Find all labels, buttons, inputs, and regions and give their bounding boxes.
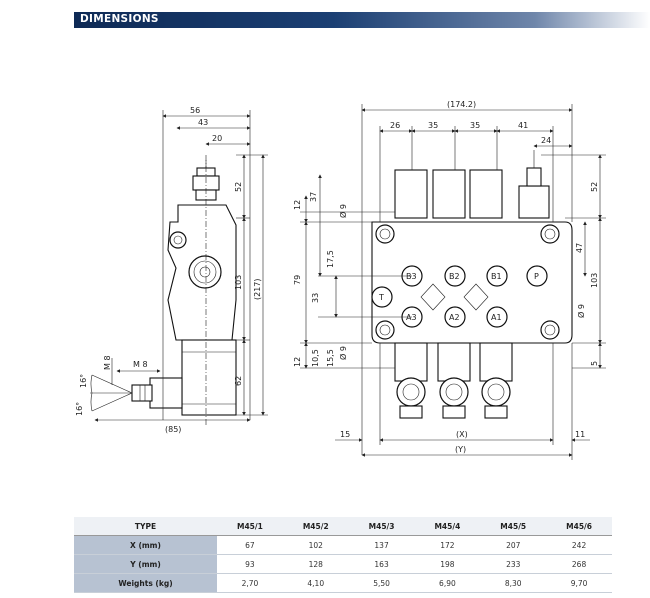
section-header: DIMENSIONS	[74, 12, 650, 28]
dim-angle-a: 16°	[79, 374, 88, 388]
port-b2: B2	[444, 265, 466, 287]
dim-d9-left-top: Ø 9	[338, 204, 348, 218]
table-cell: 242	[546, 535, 612, 555]
port-b1: B1	[486, 265, 508, 287]
dim-47: 47	[575, 243, 584, 253]
col-m45-3: M45/3	[348, 517, 415, 536]
dim-56: 56	[190, 106, 200, 115]
svg-text:A2: A2	[449, 313, 460, 322]
table-cell: 8,30	[480, 573, 547, 593]
dim-217: (217)	[253, 278, 262, 300]
table-cell: 268	[546, 554, 612, 574]
table-cell: 137	[348, 535, 415, 555]
table-cell: 4,10	[282, 573, 349, 593]
table-cell: 198	[414, 554, 481, 574]
dim-174-2: (174.2)	[447, 100, 476, 109]
dim-d9-left-bottom: Ø 9	[338, 346, 348, 360]
port-p: P	[526, 265, 548, 287]
table-cell: 67	[217, 535, 283, 555]
col-m45-2: M45/2	[282, 517, 349, 536]
table-cell: 207	[480, 535, 547, 555]
dim-5: 5	[590, 361, 599, 366]
side-view: 56 43 20 52 103 (217) 62 (85) M 8 M 8 16…	[75, 106, 268, 434]
table-cell: 2,70	[217, 573, 283, 593]
svg-text:P: P	[534, 272, 539, 281]
dim-15-5: 15,5	[326, 349, 335, 367]
dim-24: 24	[541, 136, 551, 145]
svg-text:B3: B3	[406, 272, 417, 281]
table-cell: 5,50	[348, 573, 415, 593]
table-header-row: TYPE M45/1 M45/2 M45/3 M45/4 M45/5 M45/6	[74, 517, 612, 536]
table-row: Y (mm) 93 128 163 198 233 268	[74, 554, 612, 574]
col-m45-4: M45/4	[414, 517, 481, 536]
table-cell: 9,70	[546, 573, 612, 593]
dim-103: 103	[234, 275, 243, 290]
row-label: Weights (kg)	[74, 573, 217, 593]
dim-85: (85)	[165, 425, 181, 434]
dim-m8-a: M 8	[103, 355, 112, 370]
row-label: Y (mm)	[74, 554, 217, 574]
dim-79: 79	[293, 275, 302, 285]
dim-103-right: 103	[590, 273, 599, 288]
table-cell: 93	[217, 554, 283, 574]
port-a1: A1	[486, 306, 508, 328]
dim-35-b: 35	[470, 121, 480, 130]
table-cell: 163	[348, 554, 415, 574]
row-label: X (mm)	[74, 535, 217, 555]
port-t: T	[371, 286, 393, 308]
section-title: DIMENSIONS	[80, 13, 159, 25]
dim-12-top: 12	[293, 200, 302, 210]
table-cell: 6,90	[414, 573, 481, 593]
dim-d9-right: Ø 9	[576, 304, 586, 318]
svg-text:A3: A3	[406, 313, 417, 322]
col-m45-6: M45/6	[546, 517, 612, 536]
front-view: B3 B2 B1 P T A3 A2 A1	[293, 100, 606, 460]
dim-angle-b: 16°	[75, 402, 84, 416]
dim-x: (X)	[456, 430, 468, 439]
dim-10-5: 10,5	[311, 349, 320, 367]
svg-text:B1: B1	[491, 272, 502, 281]
table-cell: 128	[282, 554, 349, 574]
dim-m8-b: M 8	[133, 360, 148, 369]
table-row: X (mm) 67 102 137 172 207 242	[74, 535, 612, 555]
dim-17-5: 17,5	[326, 250, 335, 268]
dim-11: 11	[575, 430, 585, 439]
dim-12-bottom: 12	[293, 357, 302, 367]
svg-text:A1: A1	[491, 313, 502, 322]
col-type: TYPE	[74, 517, 217, 536]
port-a2: A2	[444, 306, 466, 328]
svg-text:T: T	[378, 293, 384, 302]
dim-41: 41	[518, 121, 528, 130]
dim-52: 52	[234, 182, 243, 192]
dim-43: 43	[198, 118, 208, 127]
dim-33: 33	[311, 293, 320, 303]
dim-20: 20	[212, 134, 222, 143]
dim-15: 15	[340, 430, 350, 439]
specs-table: TYPE M45/1 M45/2 M45/3 M45/4 M45/5 M45/6…	[74, 517, 612, 593]
dim-62: 62	[234, 376, 243, 386]
dim-35-a: 35	[428, 121, 438, 130]
table-cell: 233	[480, 554, 547, 574]
dim-37: 37	[309, 192, 318, 202]
svg-text:B2: B2	[449, 272, 460, 281]
table-cell: 172	[414, 535, 481, 555]
dim-52-right: 52	[590, 182, 599, 192]
col-m45-1: M45/1	[217, 517, 283, 536]
dim-26: 26	[390, 121, 400, 130]
table-cell: 102	[282, 535, 349, 555]
col-m45-5: M45/5	[480, 517, 547, 536]
table-row: Weights (kg) 2,70 4,10 5,50 6,90 8,30 9,…	[74, 573, 612, 593]
dim-y: (Y)	[455, 445, 466, 454]
